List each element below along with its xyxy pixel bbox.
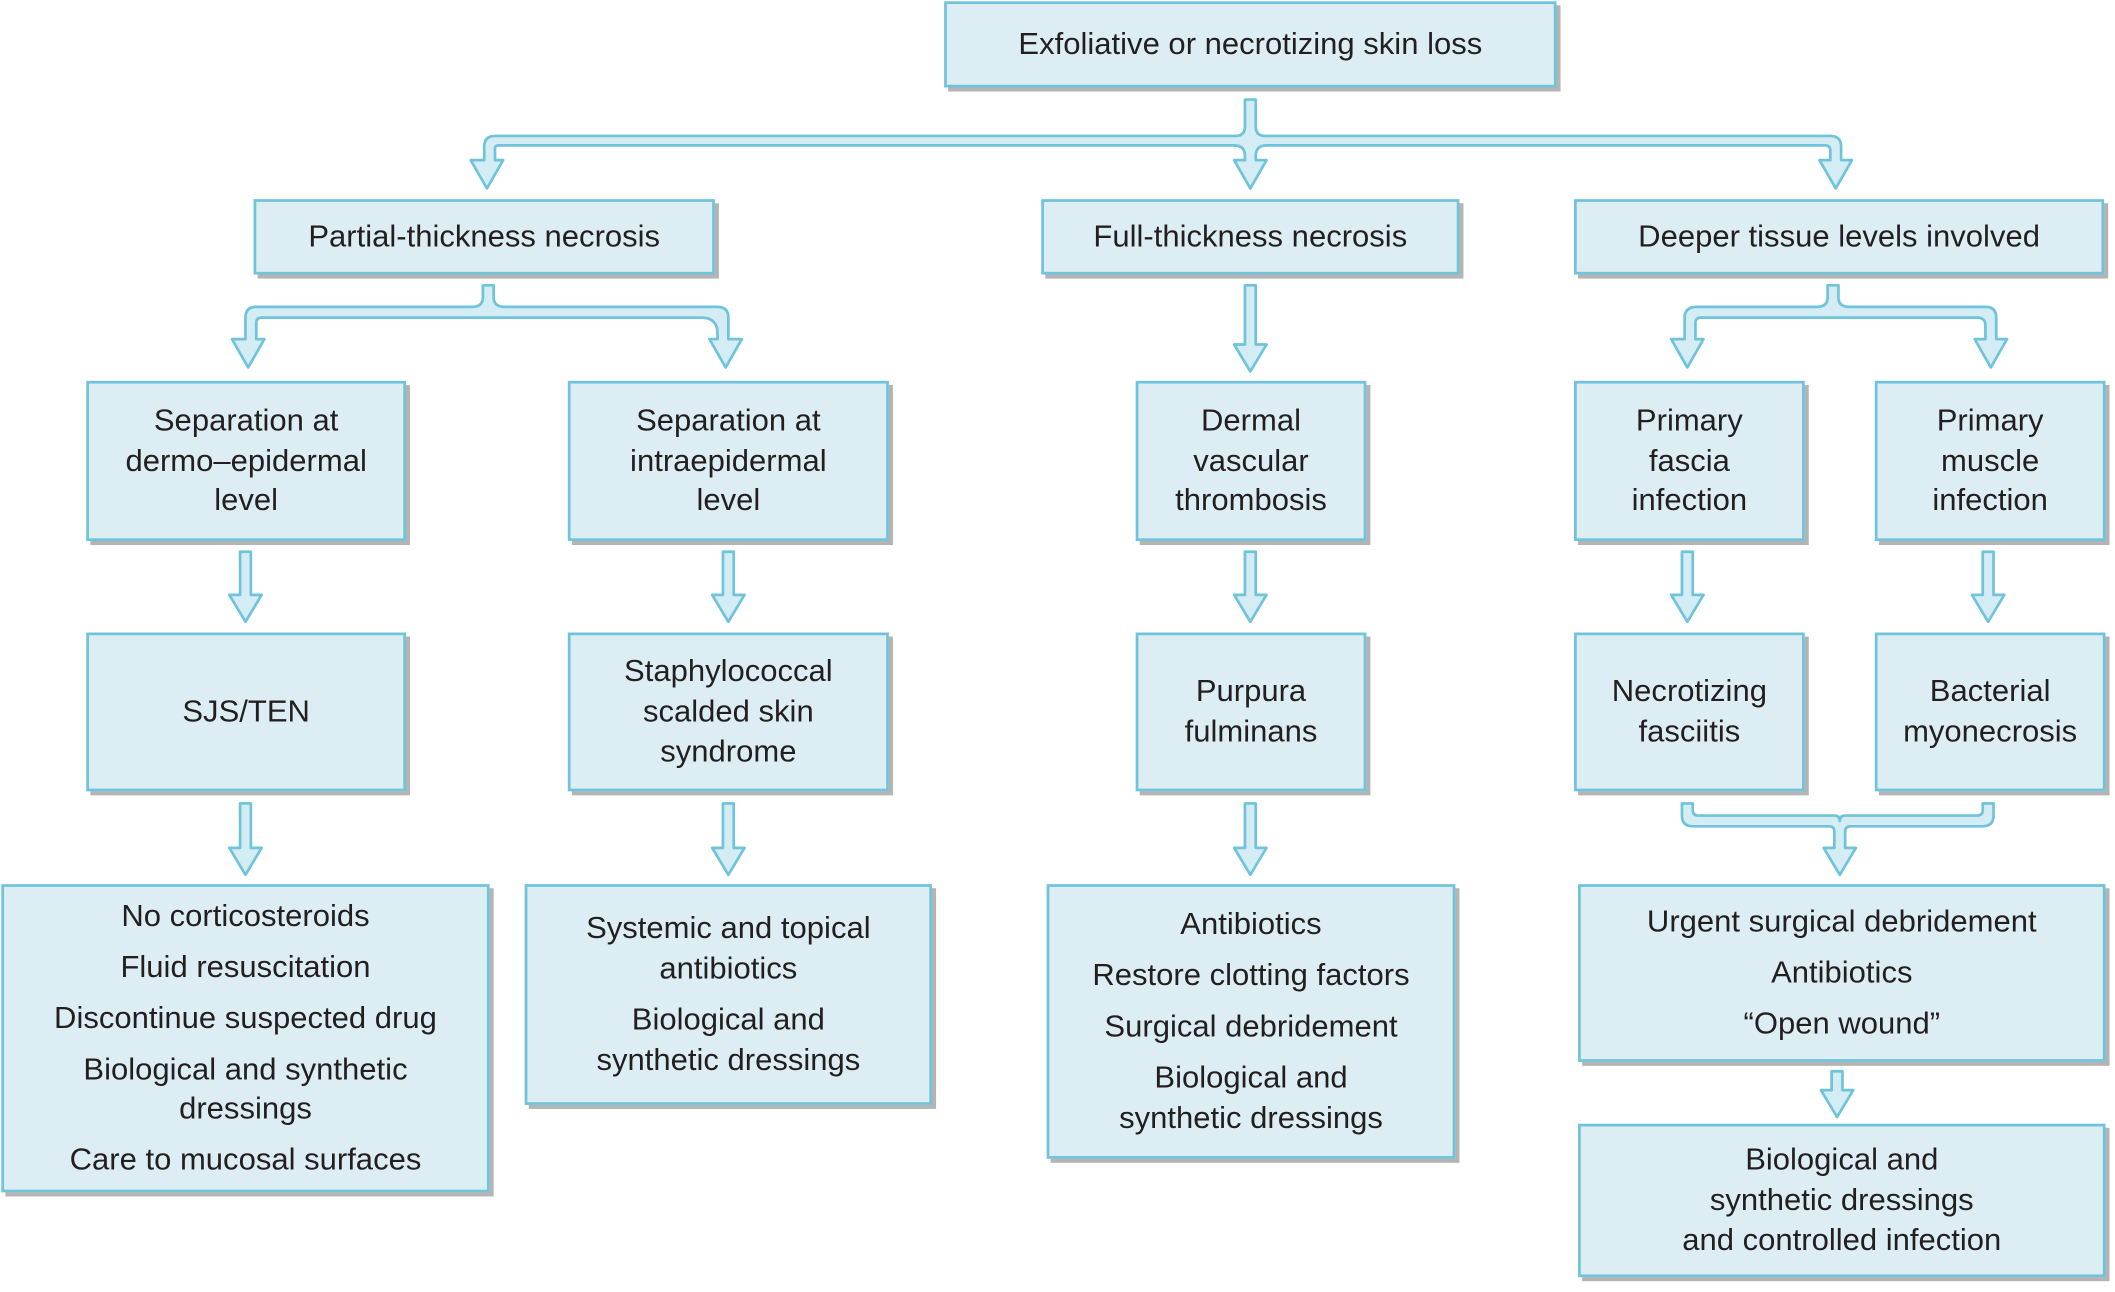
final-outcome-node: Biological and synthetic dressings and c… [1578,1123,2106,1278]
deeper-tissue-label: Deeper tissue levels involved [1638,218,2040,254]
partial-thickness-label: Partial-thickness necrosis [308,218,661,254]
myonecrosis-line-1: Bacterial [1929,673,2051,709]
ssss-treatment-line-1: Systemic and topical [586,910,871,946]
purpura-treatment-line-1: Antibiotics [1180,906,1322,942]
sjs-treatment-line-6: Care to mucosal surfaces [69,1141,422,1177]
dermal-vascular-node: Dermal vascular thrombosis [1135,380,1367,542]
ssss-treatment-line-2: antibiotics [659,950,798,986]
sjs-treatment-line-4: Biological and synthetic [83,1050,408,1086]
deep-treatment-line-3: “Open wound” [1743,1005,1941,1041]
purpura-treatment-line-4: Biological and [1154,1059,1348,1095]
sjs-to-treatment-arrow [227,802,264,877]
intraepidermal-line-1: Separation at [636,401,821,437]
ssss-node: Staphylococcal scalded skin syndrome [567,632,889,792]
intraepidermal-node: Separation at intraepidermal level [567,380,889,542]
ssss-line-1: Staphylococcal [624,652,833,688]
intra-to-ssss-arrow [710,550,746,624]
dermal-vascular-line-2: vascular [1193,442,1309,478]
deep-treatment-line-1: Urgent surgical debridement [1646,903,2037,939]
intraepidermal-line-3: level [696,482,761,518]
deeper-split-connector [1669,283,2009,369]
final-outcome-line-3: and controlled infection [1682,1221,2002,1257]
sjs-treatment-line-5: dressings [179,1090,312,1126]
root-node: Exfoliative or necrotizing skin loss [944,1,1557,88]
deep-merge-connector [1680,802,1995,877]
purpura-to-treatment-arrow [1232,802,1268,877]
muscle-to-myonecrosis-arrow [1970,550,2006,624]
deep-to-final-arrow [1819,1069,1855,1119]
dermal-to-purpura-arrow [1232,550,1268,624]
purpura-line-1: Purpura [1195,673,1307,709]
dermo-epidermal-line-3: level [214,482,279,518]
root-label: Exfoliative or necrotizing skin loss [1018,25,1483,61]
deep-treatment-node: Urgent surgical debridement Antibiotics … [1578,884,2106,1062]
dermo-to-sjs-arrow [227,550,264,624]
ssss-treatment-line-4: synthetic dressings [596,1041,861,1077]
sjs-treatment-line-3: Discontinue suspected drug [54,999,437,1035]
bacterial-myonecrosis-node: Bacterial myonecrosis [1874,632,2106,792]
sjs-ten-label: SJS/TEN [182,693,310,729]
partial-thickness-node: Partial-thickness necrosis [253,199,715,275]
sjs-treatment-line-2: Fluid resuscitation [120,948,371,984]
root-branch-connector [469,98,1854,190]
purpura-line-2: fulminans [1184,713,1318,749]
fasciitis-line-2: fasciitis [1638,713,1741,749]
myonecrosis-line-2: myonecrosis [1903,713,2078,749]
purpura-fulminans-node: Purpura fulminans [1135,632,1367,792]
muscle-infection-line-1: Primary [1936,401,2044,437]
muscle-infection-node: Primary muscle infection [1874,380,2106,542]
fasciitis-line-1: Necrotizing [1611,673,1767,709]
deeper-tissue-node: Deeper tissue levels involved [1574,199,2105,275]
dermal-vascular-line-3: thrombosis [1175,482,1327,518]
full-down-arrow [1232,283,1268,373]
dermo-epidermal-node: Separation at dermo–epidermal level [86,380,406,542]
necrotizing-fasciitis-node: Necrotizing fasciitis [1574,632,1805,792]
purpura-treatment-line-3: Surgical debridement [1104,1008,1398,1044]
ssss-treatment-line-3: Biological and [631,1001,825,1037]
ssss-line-2: scalded skin [642,693,814,729]
muscle-infection-line-3: infection [1932,482,2048,518]
dermo-epidermal-line-1: Separation at [153,401,339,437]
final-outcome-line-1: Biological and [1745,1141,1939,1177]
fascia-infection-line-1: Primary [1635,401,1743,437]
fascia-infection-line-3: infection [1631,482,1748,518]
fascia-infection-node: Primary fascia infection [1574,380,1805,542]
deep-treatment-line-2: Antibiotics [1771,954,1913,990]
fascia-to-fasciitis-arrow [1669,550,1705,624]
full-thickness-label: Full-thickness necrosis [1093,218,1408,254]
purpura-treatment-node: Antibiotics Restore clotting factors Sur… [1046,884,1456,1159]
purpura-treatment-line-2: Restore clotting factors [1092,957,1410,993]
dermo-epidermal-line-2: dermo–epidermal [125,442,367,478]
partial-split-connector [230,283,744,369]
fascia-infection-line-2: fascia [1648,442,1730,478]
muscle-infection-line-2: muscle [1941,442,2040,478]
full-thickness-node: Full-thickness necrosis [1041,199,1460,275]
final-outcome-line-2: synthetic dressings [1709,1181,1974,1217]
intraepidermal-line-2: intraepidermal [630,442,827,478]
purpura-treatment-line-5: synthetic dressings [1119,1099,1383,1135]
sjs-ten-node: SJS/TEN [86,632,406,792]
ssss-treatment-node: Systemic and topical antibiotics Biologi… [524,884,933,1105]
dermal-vascular-line-1: Dermal [1201,401,1302,437]
ssss-line-3: syndrome [660,733,797,769]
sjs-treatment-line-1: No corticosteroids [121,897,370,933]
sjs-treatment-node: No corticosteroids Fluid resuscitation D… [1,884,490,1193]
ssss-to-treatment-arrow [710,802,746,877]
